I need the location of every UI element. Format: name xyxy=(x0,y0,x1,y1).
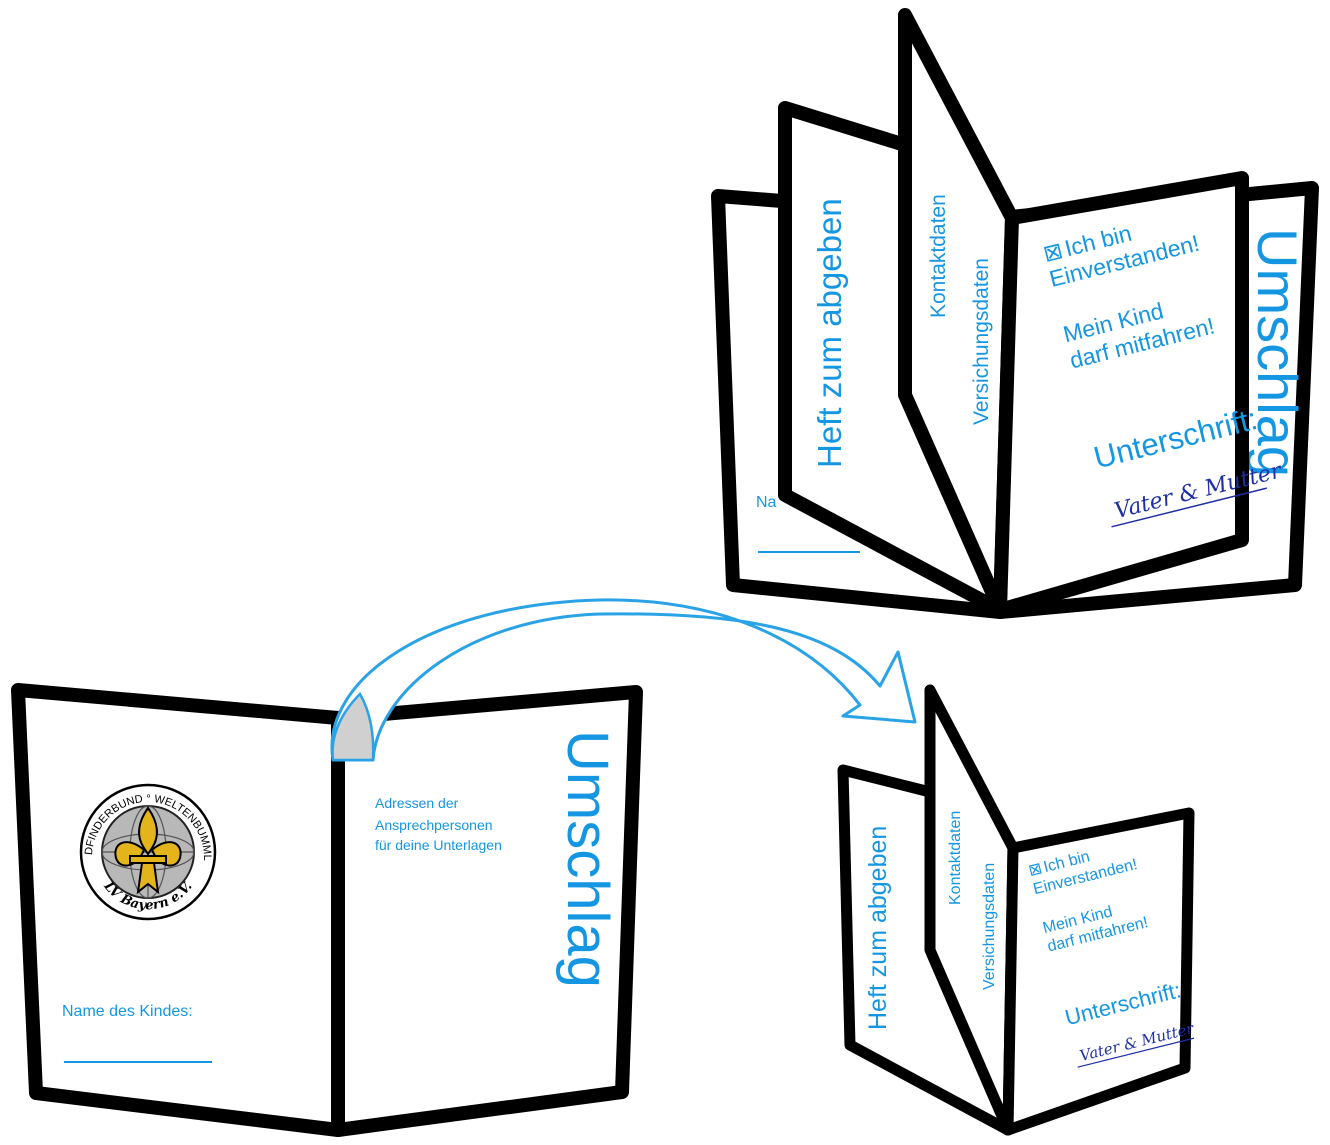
label-versichungsdaten: Versichungsdaten xyxy=(970,258,993,425)
label-kontaktdaten: Kontaktdaten xyxy=(927,194,950,318)
open-booklet-large: Na Umschlag Heft zum abgeben Kontaktdate… xyxy=(718,15,1312,612)
flat-booklet: PFADFINDERBUND ° WELTENBUMMLER LV Bayern… xyxy=(0,0,636,1130)
small-label-heft-zum-abgeben: Heft zum abgeben xyxy=(864,826,892,1030)
small-label-versichungsdaten: Versichungsdaten xyxy=(981,863,998,990)
addresses-line-1: Adressen der xyxy=(375,795,459,811)
name-label: Name des Kindes: xyxy=(62,1003,193,1020)
cover-label-umschlag: Umschlag xyxy=(1246,228,1309,477)
flat-cover-label-umschlag: Umschlag xyxy=(555,730,620,988)
cover-name-fragment: Na xyxy=(756,494,777,511)
label-heft-zum-abgeben: Heft zum abgeben xyxy=(811,198,848,468)
addresses-line-3: für deine Unterlagen xyxy=(375,837,502,853)
open-booklet-small: Heft zum abgeben Kontaktdaten Versichung… xyxy=(843,690,1196,1130)
small-label-kontaktdaten: Kontaktdaten xyxy=(947,811,964,905)
addresses-line-2: Ansprechpersonen xyxy=(375,817,493,833)
